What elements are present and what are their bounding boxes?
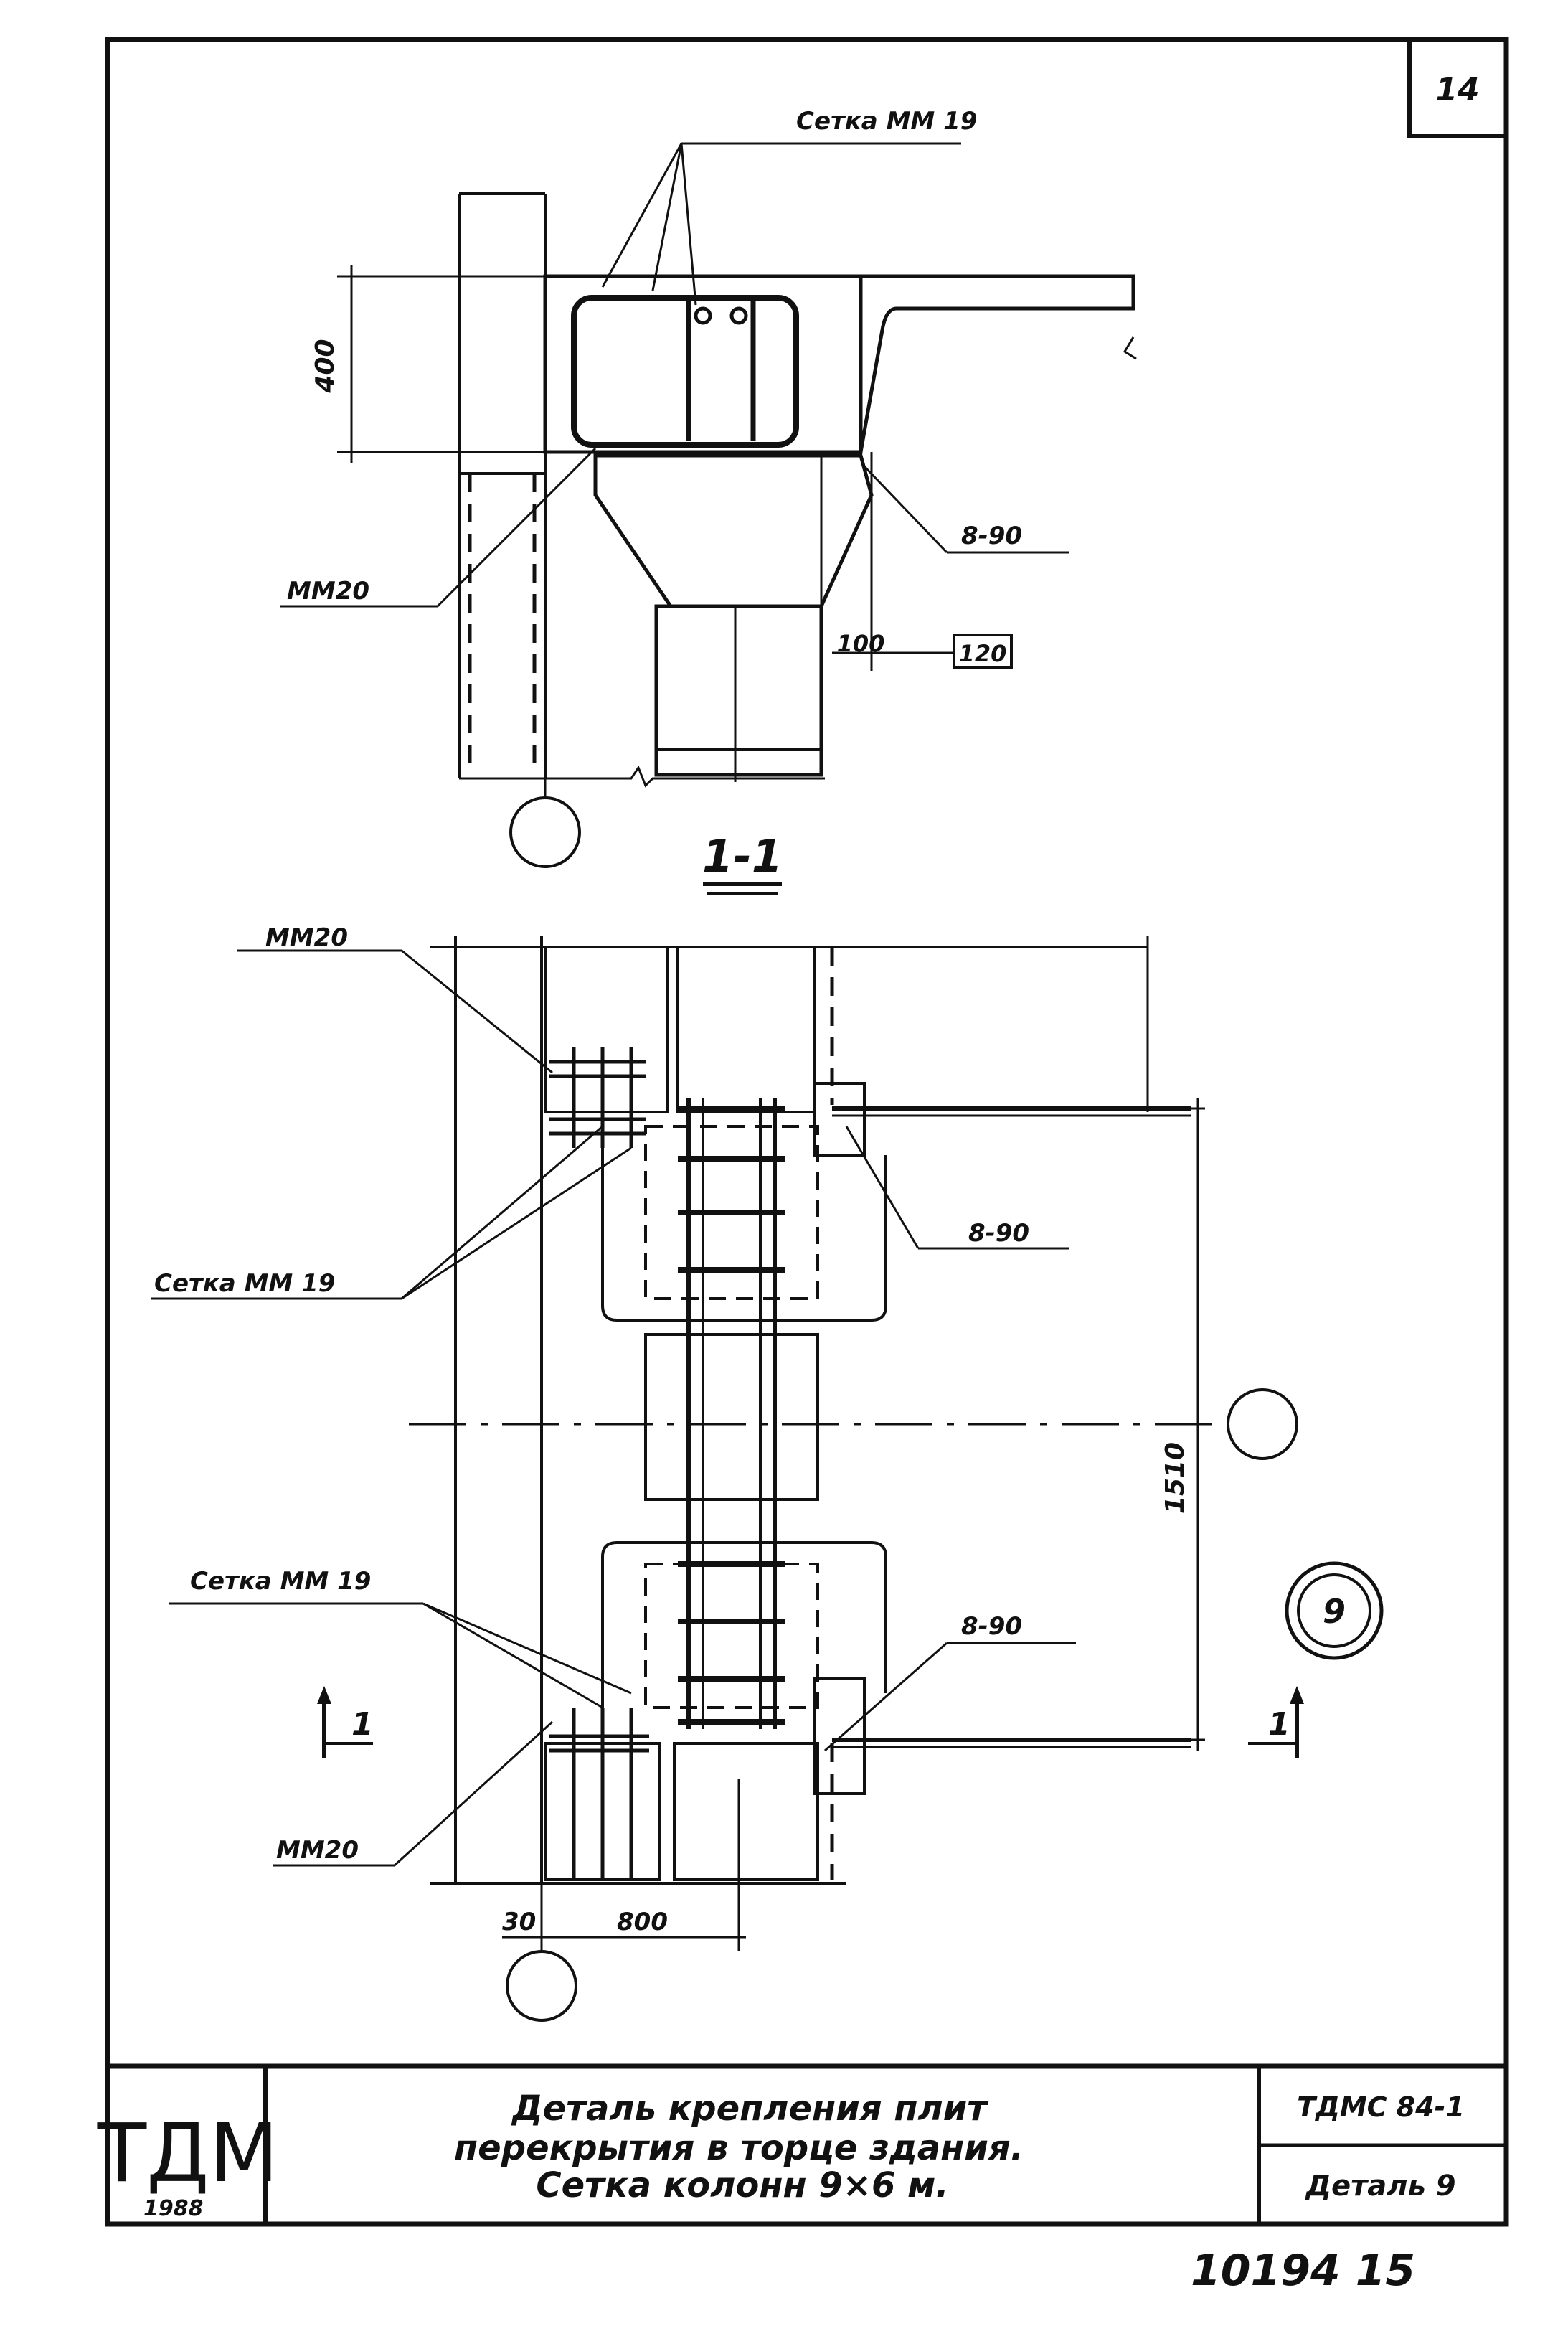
mesh-grid-upper [549,1047,646,1148]
logo-year: 1988 [143,2196,204,2221]
label-weld-top: 8-90 [961,522,1022,550]
label-weld-mid: 8-90 [968,1219,1029,1248]
detail-number: Деталь 9 [1304,2170,1455,2203]
archive-number: 10194 15 [1191,2246,1415,2296]
dim-400: 400 [311,339,340,393]
sheet-number: 14 [1435,72,1479,108]
axis-marker-right [1227,1388,1298,1460]
title-line-2: перекрытия в торце здания. [454,2128,1024,2168]
label-mesh-mm19-bottom: Сетка ММ 19 [190,1567,371,1596]
column-shaft [654,604,823,777]
dim-1510: 1510 [1161,1442,1190,1514]
rebar-cage [678,1098,785,1729]
logo: ТДМ [97,2107,279,2200]
label-mm20-bottom: ММ20 [276,1836,359,1865]
slab-lower-mid [673,1742,819,1881]
section-1-1: 400 100 120 1-1 Сетка ММ 19 ММ20 8-90 [280,107,1137,895]
slab-upper-left [544,946,669,1113]
sheet-frame [105,37,1509,2227]
cut-label-left: 1 [351,1706,374,1743]
axis-marker-bottom [506,1950,577,2022]
cut-mark-right: 1 [1248,1686,1304,1758]
dim-800: 800 [617,1908,668,1936]
title-line-1: Деталь крепления плит [511,2089,989,2129]
label-weld-bottom: 8-90 [961,1612,1022,1641]
plan-view: 1510 9 1 1 30 800 ММ20 [151,923,1384,2022]
section-title: 1-1 [702,830,783,882]
dim-30: 30 [502,1908,536,1936]
title-block: ТДМ 1988 Деталь крепления плит перекрыти… [97,2063,1506,2224]
detail-marker-outer [1285,1561,1384,1660]
label-mesh-mm19-top: Сетка ММ 19 [796,107,977,136]
sheet-number-box: 14 [1407,37,1508,138]
label-mm20-mid: ММ20 [265,923,348,952]
column-capital [593,453,874,608]
title-line-3: Сетка колонн 9×6 м. [536,2165,948,2205]
detail-marker-label: 9 [1323,1592,1346,1631]
cut-label-right: 1 [1268,1706,1290,1743]
mesh-grid-lower [549,1708,649,1880]
axis-marker-top [509,796,581,868]
slab-upper-mid [676,946,816,1113]
cut-mark-left: 1 [317,1686,374,1758]
doc-code: ТДМС 84-1 [1297,2091,1465,2123]
label-mm20-top: ММ20 [287,577,369,606]
floor-slab [859,274,1135,453]
column-section-hatched [644,1333,819,1501]
label-mesh-mm19-mid: Сетка ММ 19 [154,1269,335,1298]
dim-100: 100 [837,630,885,657]
dim-120: 120 [959,640,1007,667]
detail-marker-inner [1297,1573,1371,1648]
crossbar-concrete [543,274,863,454]
